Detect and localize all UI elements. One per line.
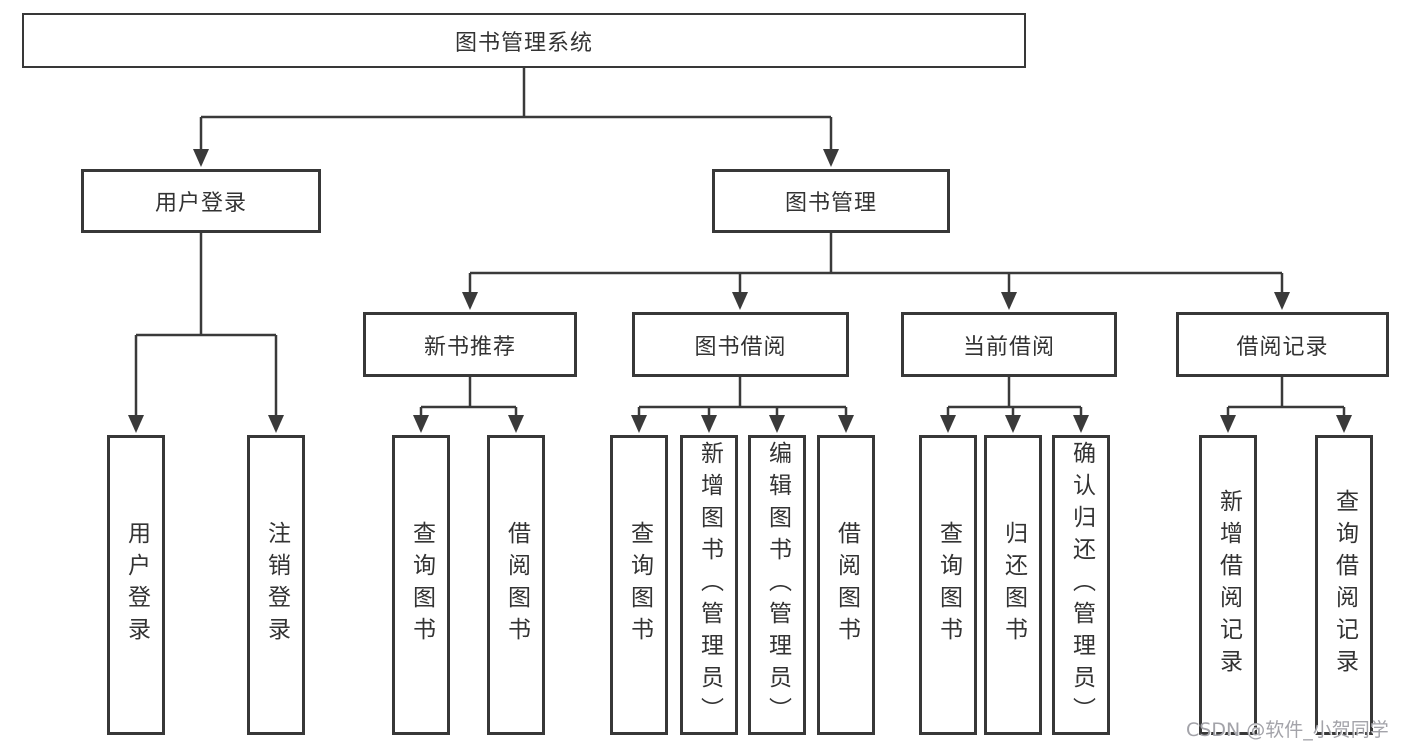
node-user-login: 用户登录 <box>81 169 321 233</box>
leaf-borrow-books-borrowing: 借阅图书 <box>817 435 875 735</box>
node-current-borrowing: 当前借阅 <box>901 312 1117 377</box>
leaf-logout: 注销登录 <box>247 435 305 735</box>
leaf-query-borrow-record: 查询借阅记录 <box>1315 435 1373 735</box>
leaf-add-book-admin: 新增图书（管理员） <box>680 435 738 735</box>
csdn-watermark: CSDN @软件_小贺同学 <box>1186 719 1389 741</box>
leaf-return-book: 归还图书 <box>984 435 1042 735</box>
leaf-edit-book-admin: 编辑图书（管理员） <box>748 435 806 735</box>
leaf-query-books-borrowing: 查询图书 <box>610 435 668 735</box>
node-book-borrowing: 图书借阅 <box>632 312 849 377</box>
leaf-confirm-return-admin: 确认归还（管理员） <box>1052 435 1110 735</box>
node-new-book-recommendation: 新书推荐 <box>363 312 577 377</box>
leaf-user-login: 用户登录 <box>107 435 165 735</box>
node-book-management: 图书管理 <box>712 169 950 233</box>
node-library-management-system: 图书管理系统 <box>22 13 1026 68</box>
node-borrowing-records: 借阅记录 <box>1176 312 1389 377</box>
leaf-add-borrow-record: 新增借阅记录 <box>1199 435 1257 735</box>
leaf-borrow-books-recommend: 借阅图书 <box>487 435 545 735</box>
arrowheads <box>128 149 1352 433</box>
leaf-query-books-current: 查询图书 <box>919 435 977 735</box>
leaf-query-books-recommend: 查询图书 <box>392 435 450 735</box>
